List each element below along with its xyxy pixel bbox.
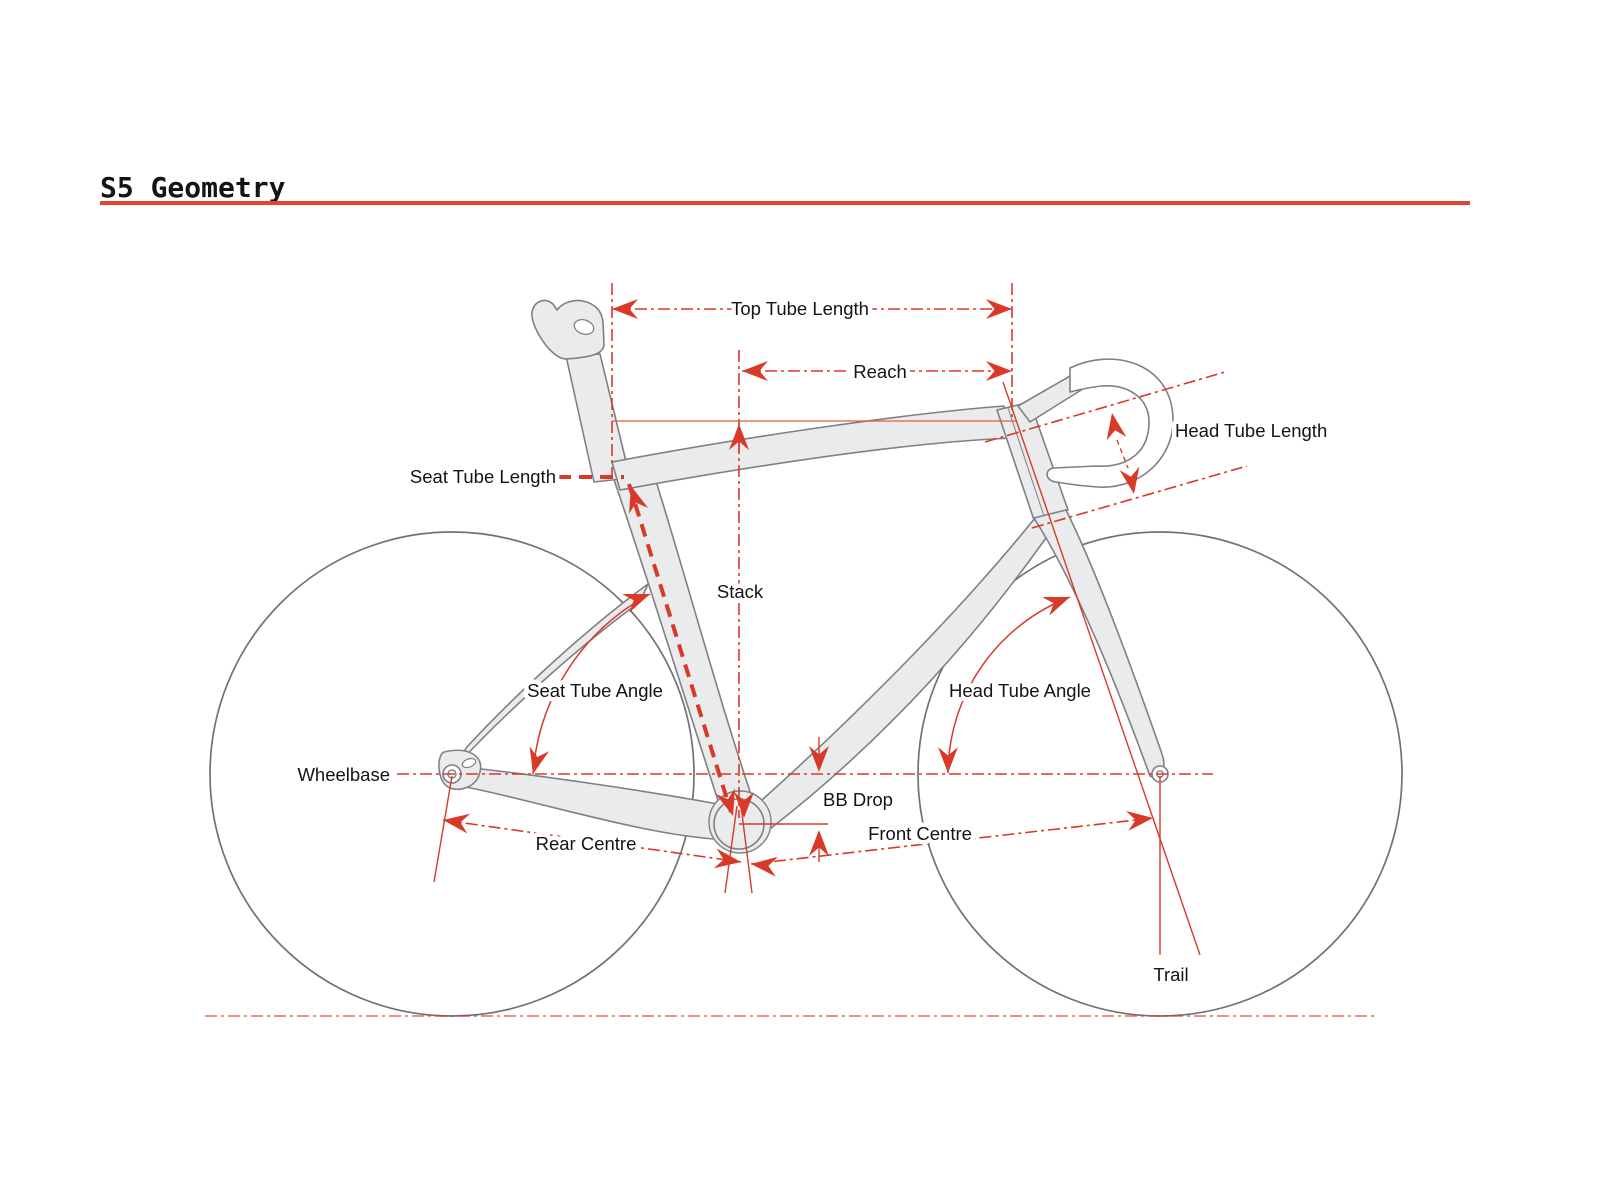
seatpost-head: [531, 299, 605, 360]
seat-tube-axis-dashed: [627, 483, 733, 813]
bb-witness-front: [740, 805, 753, 894]
page-title: S5 Geometry: [100, 171, 286, 204]
label-stack: Stack: [717, 581, 764, 602]
rear-centre-line: [442, 819, 742, 863]
label-front-centre: Front Centre: [868, 823, 972, 844]
head-tube-length-arrow-up: [1102, 411, 1127, 441]
label-reach: Reach: [853, 361, 906, 382]
label-rear-centre: Rear Centre: [536, 833, 637, 854]
label-head-tube-angle: Head Tube Angle: [949, 680, 1091, 701]
saddle-clamp-hole: [573, 319, 595, 335]
label-top-tube-length: Top Tube Length: [731, 298, 869, 319]
label-trail: Trail: [1153, 964, 1188, 985]
measurement-labels: Top Tube Length Reach Head Tube Length S…: [293, 294, 1332, 990]
fork: [1033, 509, 1165, 778]
head-tube-bottom-perpendicular: [1031, 465, 1248, 529]
top-tube: [611, 405, 1015, 491]
reach-arrow-left: [742, 361, 768, 381]
front-centre-arrow-right: [1126, 808, 1155, 831]
front-centre-arrow-left: [749, 854, 778, 877]
rear-axle-witness: [433, 775, 453, 883]
head-tube-angle-arrow-low: [938, 747, 958, 773]
head-tube-angle-arrow-high: [1042, 587, 1074, 616]
label-seat-tube-angle: Seat Tube Angle: [527, 680, 663, 701]
headset-seam: [1007, 407, 1045, 517]
top-tube-length-arrow-left: [612, 299, 638, 319]
head-tube-angle-arc: [947, 596, 1071, 774]
steering-axis-line: [1002, 381, 1201, 956]
label-bb-drop: BB Drop: [823, 789, 893, 810]
seat-stay: [457, 583, 649, 765]
bb-witness-rear: [724, 805, 738, 894]
title-underline-rule: [100, 201, 1470, 205]
handlebar: [1046, 358, 1174, 488]
bike-frame: [438, 299, 1174, 854]
down-tube: [741, 511, 1065, 836]
front-centre-line: [750, 817, 1154, 865]
label-head-tube-length: Head Tube Length: [1175, 420, 1327, 441]
seat-tube-angle-arc: [532, 593, 651, 775]
measurement-lines: [205, 283, 1375, 1017]
dropout-hole: [461, 757, 477, 769]
head-tube-top-perpendicular: [984, 371, 1226, 443]
label-wheelbase: Wheelbase: [297, 764, 390, 785]
label-seat-tube-length: Seat Tube Length: [410, 466, 556, 487]
seat-tube: [609, 461, 758, 817]
chain-stay: [449, 765, 746, 841]
